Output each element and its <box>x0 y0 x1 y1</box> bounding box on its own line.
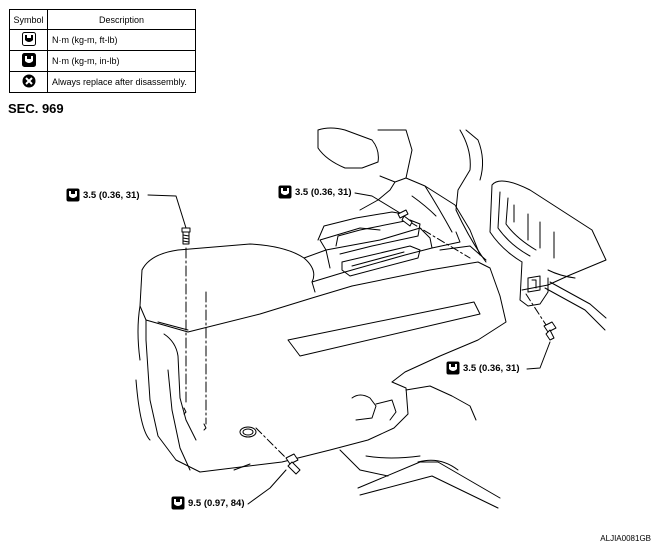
screw-top-left <box>181 227 191 245</box>
torque-value: 3.5 (0.36, 31) <box>83 189 140 201</box>
legend-row: N·m (kg-m, ft-lb) <box>9 29 196 51</box>
always-replace-icon <box>22 74 35 88</box>
torque-value: 3.5 (0.36, 31) <box>295 186 352 198</box>
legend-symbol-cell <box>9 29 48 51</box>
legend-symbol-cell <box>9 71 48 93</box>
torque-callout-right: 3.5 (0.36, 31) <box>446 361 520 375</box>
torque-value: 9.5 (0.97, 84) <box>188 497 245 509</box>
torque-value: 3.5 (0.36, 31) <box>463 362 520 374</box>
torque-wrench-icon <box>21 32 36 46</box>
screw-right <box>543 321 557 341</box>
section-label: SEC. 969 <box>8 101 64 116</box>
figure-id: ALJIA0081GB <box>600 534 651 543</box>
torque-wrench-icon <box>21 53 36 67</box>
torque-wrench-icon <box>171 496 185 510</box>
torque-wrench-icon <box>446 361 460 375</box>
torque-wrench-icon <box>278 185 292 199</box>
torque-callout-top-left: 3.5 (0.36, 31) <box>66 188 140 202</box>
torque-callout-bottom: 9.5 (0.97, 84) <box>171 496 245 510</box>
screw-bottom <box>285 453 301 475</box>
screw-top-center <box>397 209 413 227</box>
legend-description: Always replace after disassembly. <box>47 71 196 93</box>
legend-row: Always replace after disassembly. <box>9 71 196 93</box>
torque-wrench-icon <box>66 188 80 202</box>
legend-table: Symbol Description N·m (kg-m, ft-lb) N·m… <box>9 9 196 93</box>
torque-callout-top-center: 3.5 (0.36, 31) <box>278 185 352 199</box>
